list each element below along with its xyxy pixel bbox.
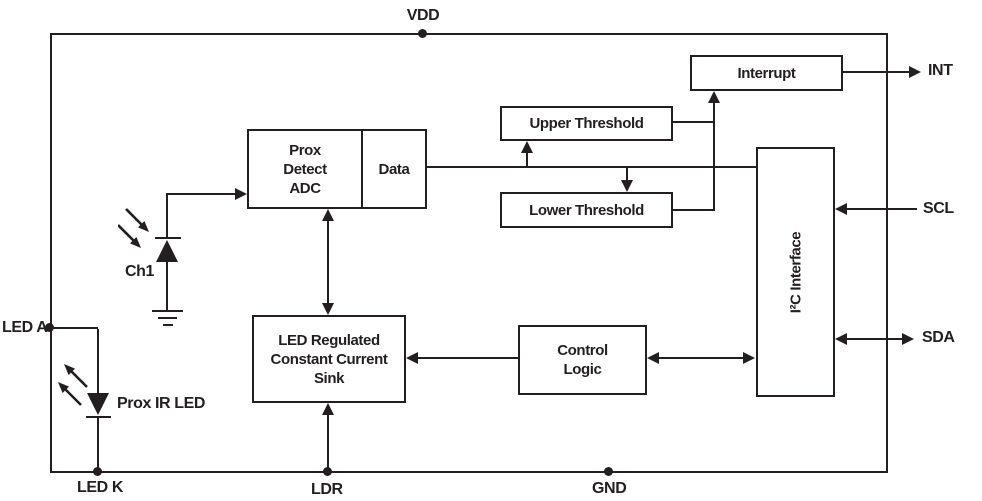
prox-adc-label: Prox Detect ADC: [283, 141, 327, 197]
prox-ir-led-label: Prox IR LED: [117, 395, 206, 412]
arrowhead-adc-in-icon: [322, 209, 334, 221]
led-sink-block: LED Regulated Constant Current Sink: [252, 315, 406, 403]
data-label: Data: [378, 160, 410, 178]
arrowhead-sda-out-icon: [902, 333, 914, 345]
wire-irled-bottom: [97, 418, 99, 472]
arrowhead-control-in-icon: [647, 352, 659, 364]
scl-pin-label: SCL: [923, 200, 954, 217]
arrowhead-scl-icon: [835, 203, 847, 215]
chip-boundary-box: [50, 33, 888, 473]
arrowhead-ldr-icon: [322, 403, 334, 415]
led-k-node-dot: [93, 467, 102, 476]
i2c-interface-block: I²C Interface: [756, 147, 835, 397]
sda-pin-label: SDA: [922, 329, 955, 346]
light-out-arrows-icon: [58, 364, 88, 406]
upper-threshold-label: Upper Threshold: [529, 115, 644, 132]
wire-ldr: [327, 414, 329, 472]
wire-photodiode-top: [166, 193, 168, 237]
wire-thresholds-to-interrupt: [713, 102, 715, 211]
arrowhead-ledsink-right-icon: [406, 352, 418, 364]
i2c-interface-label: I²C Interface: [787, 231, 804, 313]
ir-led-symbol-icon: [87, 393, 109, 415]
led-a-pin-label: LED A: [2, 319, 48, 336]
wire-photodiode-to-adc: [167, 193, 236, 195]
wire-upper-threshold-out: [673, 121, 715, 123]
led-k-pin-label: LED K: [77, 479, 124, 496]
data-cell: Data: [363, 131, 425, 207]
ldr-pin-label: LDR: [311, 481, 343, 498]
wire-adc-ledsink: [327, 220, 329, 304]
wire-data-to-i2c: [427, 166, 756, 168]
led-sink-label: LED Regulated Constant Current Sink: [270, 331, 388, 387]
gnd-node-dot: [604, 467, 613, 476]
ir-led-cathode-bar: [86, 416, 111, 418]
control-logic-label: Control Logic: [557, 342, 608, 378]
gnd-pin-label: GND: [592, 480, 627, 497]
wire-interrupt-to-int: [843, 71, 910, 73]
arrowhead-sda-in-icon: [835, 333, 847, 345]
wire-lower-threshold-out: [673, 209, 715, 211]
lower-threshold-label: Lower Threshold: [529, 201, 644, 219]
photodiode-symbol-icon: [156, 240, 178, 262]
wire-to-upper-threshold: [526, 152, 528, 167]
ground-bar-3: [163, 324, 173, 326]
ground-bar-2: [158, 317, 177, 319]
upper-threshold-block: Upper Threshold: [500, 106, 673, 141]
led-a-node-dot: [45, 323, 54, 332]
wire-to-lower-threshold: [626, 167, 628, 181]
control-logic-block: Control Logic: [518, 325, 647, 395]
ground-bar-1: [152, 310, 183, 312]
int-pin-label: INT: [928, 62, 953, 79]
arrowhead-int-icon: [909, 66, 921, 78]
wire-scl: [847, 208, 917, 210]
vdd-pin-label: VDD: [406, 7, 440, 24]
arrowhead-upper-threshold-icon: [521, 141, 533, 153]
interrupt-label: Interrupt: [737, 64, 796, 82]
ldr-node-dot: [323, 467, 332, 476]
ch1-label: Ch1: [125, 263, 155, 280]
wire-control-i2c: [658, 357, 744, 359]
arrowhead-i2c-in-icon: [743, 352, 755, 364]
arrowhead-adc-left-icon: [235, 188, 247, 200]
wire-leda-branch: [50, 327, 98, 329]
wire-sda: [847, 338, 903, 340]
arrowhead-interrupt-in-icon: [708, 91, 720, 103]
lower-threshold-block: Lower Threshold: [500, 192, 673, 228]
arrowhead-ledsink-top-icon: [322, 303, 334, 315]
interrupt-block: Interrupt: [690, 55, 843, 91]
photodiode-cathode-bar: [155, 237, 181, 239]
light-in-arrows-icon: [118, 208, 149, 248]
wire-control-to-ledsink: [418, 357, 518, 359]
prox-detect-adc-block: Prox Detect ADC Data: [247, 129, 427, 209]
arrowhead-lower-threshold-icon: [621, 180, 633, 192]
vdd-node-dot: [418, 29, 427, 38]
wire-photodiode-bottom: [166, 262, 168, 311]
wire-irled-top: [97, 329, 99, 393]
prox-adc-cell: Prox Detect ADC: [249, 131, 363, 207]
